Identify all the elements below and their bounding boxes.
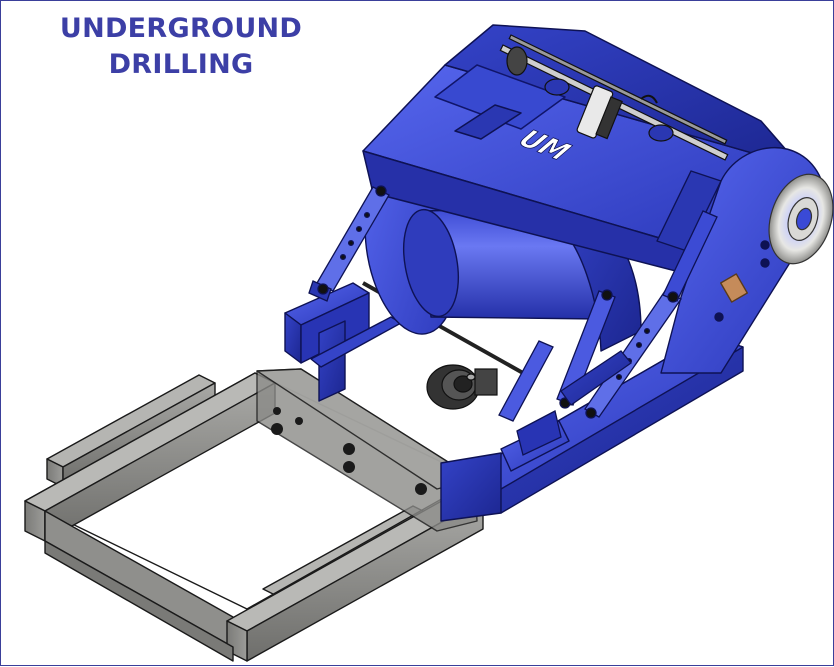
link-arm-front: [498, 340, 632, 456]
skid-cross-member: [24, 372, 484, 662]
level-wind-shaft: [499, 34, 729, 161]
motor: [426, 364, 498, 410]
nameplate: [720, 273, 748, 303]
title-line-2: DRILLING: [108, 49, 254, 80]
bolt: [760, 240, 770, 250]
bolt: [760, 258, 770, 268]
link-arm-right: [584, 210, 718, 419]
pulley: [768, 173, 834, 265]
skid-frame: [24, 368, 484, 662]
frame-bolts: [271, 407, 427, 495]
title-line-1: UNDERGROUND: [59, 13, 303, 44]
bolt: [714, 312, 724, 322]
page-title: UNDERGROUND DRILLING: [31, 11, 331, 83]
link-arm-left: [308, 185, 390, 302]
